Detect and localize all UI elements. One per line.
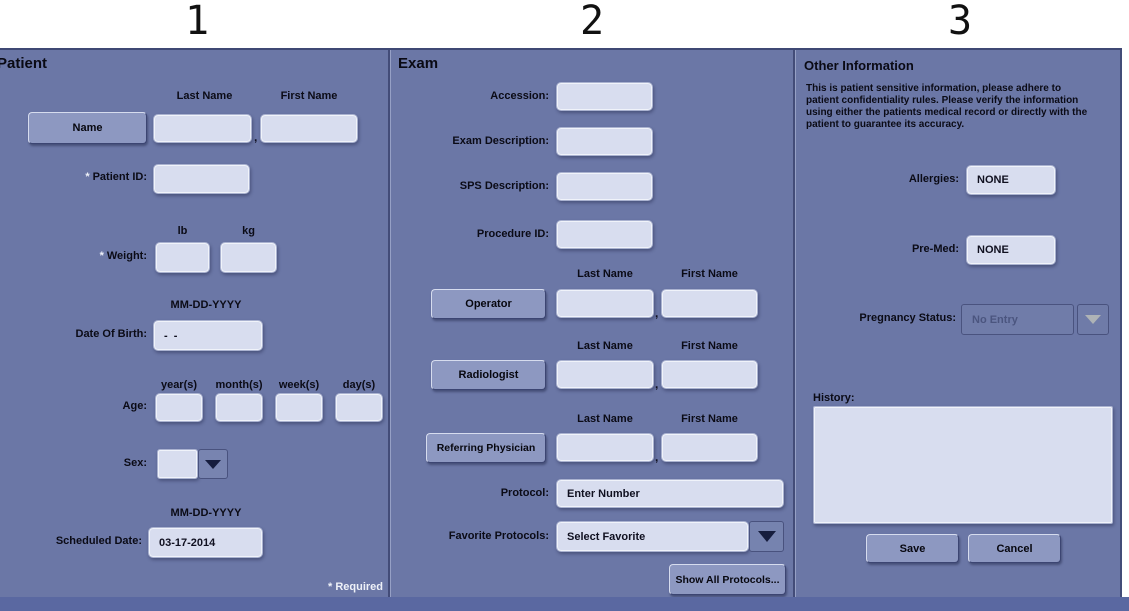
weight-label: *Weight:: [99, 250, 147, 262]
pregnancy-status-field: [961, 304, 1074, 335]
dob-field[interactable]: [153, 320, 263, 351]
favorite-protocols-field[interactable]: [556, 521, 749, 552]
lb-column-label: lb: [177, 225, 188, 237]
allergies-label: Allergies:: [908, 173, 959, 185]
pregnancy-status-label: Pregnancy Status:: [859, 312, 956, 324]
weight-kg-field[interactable]: [220, 242, 277, 273]
patient-panel-title: Patient: [0, 55, 48, 72]
notice-line: patient confidentiality rules. Please ve…: [806, 95, 1079, 106]
first-name-column-label: First Name: [280, 90, 338, 102]
required-asterisk: *: [99, 250, 104, 262]
allergies-field[interactable]: [966, 165, 1056, 195]
operator-first-name-field[interactable]: [661, 289, 758, 318]
age-unit-months-label: month(s): [215, 379, 263, 391]
accession-label: Accession:: [490, 90, 549, 102]
scheduled-format-label: MM-DD-YYYY: [170, 507, 242, 519]
age-label: Age:: [122, 400, 147, 412]
sex-field[interactable]: [157, 449, 198, 479]
radiologist-last-name-field[interactable]: [556, 360, 654, 389]
exam-description-field[interactable]: [556, 127, 653, 156]
sex-label: Sex:: [123, 457, 147, 469]
step-label-3: 3: [948, 0, 973, 44]
save-button[interactable]: Save: [866, 534, 959, 563]
required-asterisk: *: [85, 171, 90, 183]
first-name-column-label: First Name: [681, 340, 738, 352]
registration-window: Patient Last Name First Name Name , *Pat…: [0, 48, 1122, 597]
last-name-column-label: Last Name: [577, 413, 633, 425]
protocol-field[interactable]: [556, 479, 784, 508]
operator-button[interactable]: Operator: [431, 289, 546, 319]
pregnancy-status-dropdown-button: [1077, 304, 1109, 335]
age-months-field[interactable]: [215, 393, 263, 422]
chevron-down-icon: [205, 459, 221, 469]
sps-description-label: SPS Description:: [459, 180, 549, 192]
confidentiality-notice: This is patient sensitive information, p…: [806, 83, 1118, 131]
step-label-2: 2: [580, 0, 605, 44]
bottom-bar: [0, 597, 1129, 611]
dob-label: Date Of Birth:: [75, 328, 148, 340]
kg-column-label: kg: [242, 225, 255, 237]
last-name-column-label: Last Name: [176, 90, 233, 102]
exam-description-label: Exam Description:: [452, 135, 549, 147]
age-weeks-field[interactable]: [275, 393, 323, 422]
age-days-field[interactable]: [335, 393, 383, 422]
exam-panel: Exam Accession: Exam Description: SPS De…: [390, 50, 795, 597]
referring-physician-first-name-field[interactable]: [661, 433, 758, 462]
favorite-protocols-label: Favorite Protocols:: [448, 530, 549, 542]
required-note: * Required: [328, 581, 384, 593]
operator-last-name-field[interactable]: [556, 289, 654, 318]
referring-physician-button[interactable]: Referring Physician: [426, 433, 546, 463]
notice-line: This is patient sensitive information, p…: [806, 83, 1062, 94]
history-textarea[interactable]: [813, 406, 1113, 524]
favorite-protocols-dropdown-button[interactable]: [749, 521, 784, 552]
name-separator: ,: [655, 306, 659, 320]
age-years-field[interactable]: [155, 393, 203, 422]
exam-panel-title: Exam: [398, 55, 439, 72]
last-name-column-label: Last Name: [577, 268, 633, 280]
weight-lb-field[interactable]: [155, 242, 210, 273]
patient-last-name-field[interactable]: [153, 114, 252, 143]
premed-field[interactable]: [966, 235, 1056, 265]
procedure-id-field[interactable]: [556, 220, 653, 249]
age-unit-years-label: year(s): [160, 379, 198, 391]
name-separator: ,: [655, 450, 659, 464]
last-name-column-label: Last Name: [577, 340, 633, 352]
patient-id-label: *Patient ID:: [85, 171, 147, 183]
age-unit-days-label: day(s): [342, 379, 376, 391]
radiologist-button[interactable]: Radiologist: [431, 360, 546, 390]
referring-physician-last-name-field[interactable]: [556, 433, 654, 462]
sps-description-field[interactable]: [556, 172, 653, 201]
dob-format-label: MM-DD-YYYY: [170, 299, 242, 311]
show-all-protocols-button[interactable]: Show All Protocols...: [669, 564, 786, 595]
other-information-title: Other Information: [804, 58, 914, 73]
patient-id-field[interactable]: [153, 164, 250, 194]
first-name-column-label: First Name: [681, 268, 738, 280]
name-separator: ,: [254, 130, 258, 144]
scheduled-date-label: Scheduled Date:: [55, 535, 142, 547]
accession-field[interactable]: [556, 82, 653, 111]
chevron-down-icon: [757, 531, 776, 542]
radiologist-first-name-field[interactable]: [661, 360, 758, 389]
procedure-id-label: Procedure ID:: [476, 228, 549, 240]
scheduled-date-field[interactable]: [148, 527, 263, 558]
patient-panel: Patient Last Name First Name Name , *Pat…: [0, 50, 390, 597]
patient-first-name-field[interactable]: [260, 114, 358, 143]
age-unit-weeks-label: week(s): [278, 379, 320, 391]
protocol-label: Protocol:: [500, 487, 549, 499]
cancel-button[interactable]: Cancel: [968, 534, 1061, 563]
first-name-column-label: First Name: [681, 413, 738, 425]
name-separator: ,: [655, 377, 659, 391]
premed-label: Pre-Med:: [911, 243, 959, 255]
notice-line: using either the patients medical record…: [806, 107, 1088, 118]
history-label: History:: [813, 392, 855, 404]
chevron-down-icon: [1085, 315, 1101, 324]
other-information-panel: Other Information This is patient sensit…: [795, 50, 1122, 597]
name-button[interactable]: Name: [28, 112, 147, 144]
notice-line: patient to guarantee its accuracy.: [806, 119, 965, 130]
step-label-1: 1: [185, 0, 210, 44]
sex-dropdown-button[interactable]: [198, 449, 228, 479]
